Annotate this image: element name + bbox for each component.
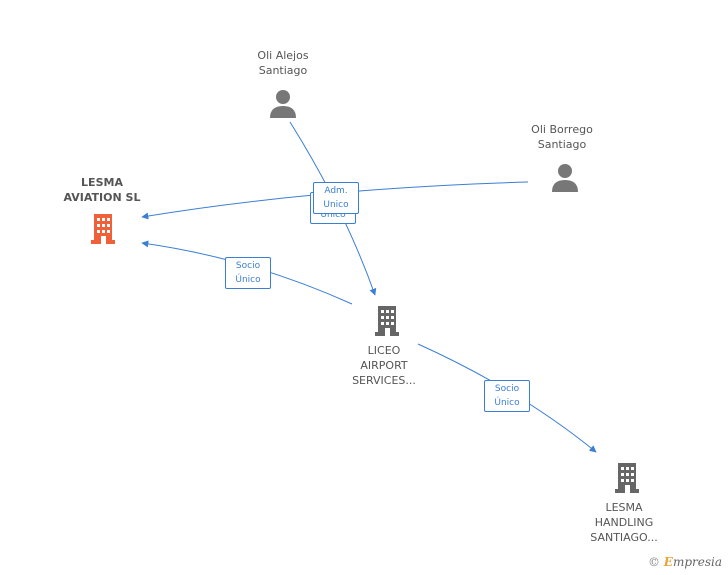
edge-label-line: Único: [235, 275, 261, 285]
node-label-liceo[interactable]: LICEO AIRPORT SERVICES...: [334, 343, 434, 388]
node-label-line: LICEO: [367, 344, 401, 357]
node-label-oli-borrego[interactable]: Oli Borrego Santiago: [512, 122, 612, 152]
person-icon[interactable]: [550, 162, 580, 192]
edge-label-line: Unico: [320, 210, 346, 220]
brand-name: mpresia: [672, 555, 722, 569]
node-label-line: Oli Alejos: [257, 49, 309, 62]
edge-label-socio-2[interactable]: Socio Único: [484, 380, 530, 412]
node-label-line: AIRPORT: [360, 359, 408, 372]
node-label-line: Santiago: [537, 138, 587, 151]
node-label-line: Santiago: [258, 64, 308, 77]
edge-label-line: Adm.: [324, 186, 348, 196]
node-label-line: SERVICES...: [352, 374, 416, 387]
edge-label-adm-unico[interactable]: Adm. Unico: [313, 182, 359, 214]
edge-label-line: Unico: [323, 200, 349, 210]
edge-label-line: Socio: [494, 384, 520, 394]
edge-label-line: Socio: [235, 261, 261, 271]
person-icon[interactable]: [268, 88, 298, 118]
building-icon[interactable]: [372, 304, 402, 336]
node-label-line: AVIATION SL: [63, 191, 141, 204]
node-label-oli-alejos[interactable]: Oli Alejos Santiago: [233, 48, 333, 78]
node-label-line: LESMA: [605, 501, 643, 514]
brand-e: E: [663, 555, 673, 569]
edge-label-socio-1[interactable]: Socio Único: [225, 257, 271, 289]
node-label-lesma-aviation[interactable]: LESMA AVIATION SL: [52, 175, 152, 205]
building-icon[interactable]: [612, 461, 642, 493]
node-label-line: HANDLING: [594, 516, 654, 529]
building-icon[interactable]: [88, 212, 118, 244]
copyright-symbol: ©: [647, 555, 660, 569]
node-label-lesma-handling[interactable]: LESMA HANDLING SANTIAGO...: [574, 500, 674, 545]
node-label-line: SANTIAGO...: [590, 531, 658, 544]
brand-logo: © Empresia: [648, 555, 722, 569]
edge-label-line: Único: [494, 398, 520, 408]
node-label-line: LESMA: [81, 176, 123, 189]
node-label-line: Oli Borrego: [531, 123, 593, 136]
